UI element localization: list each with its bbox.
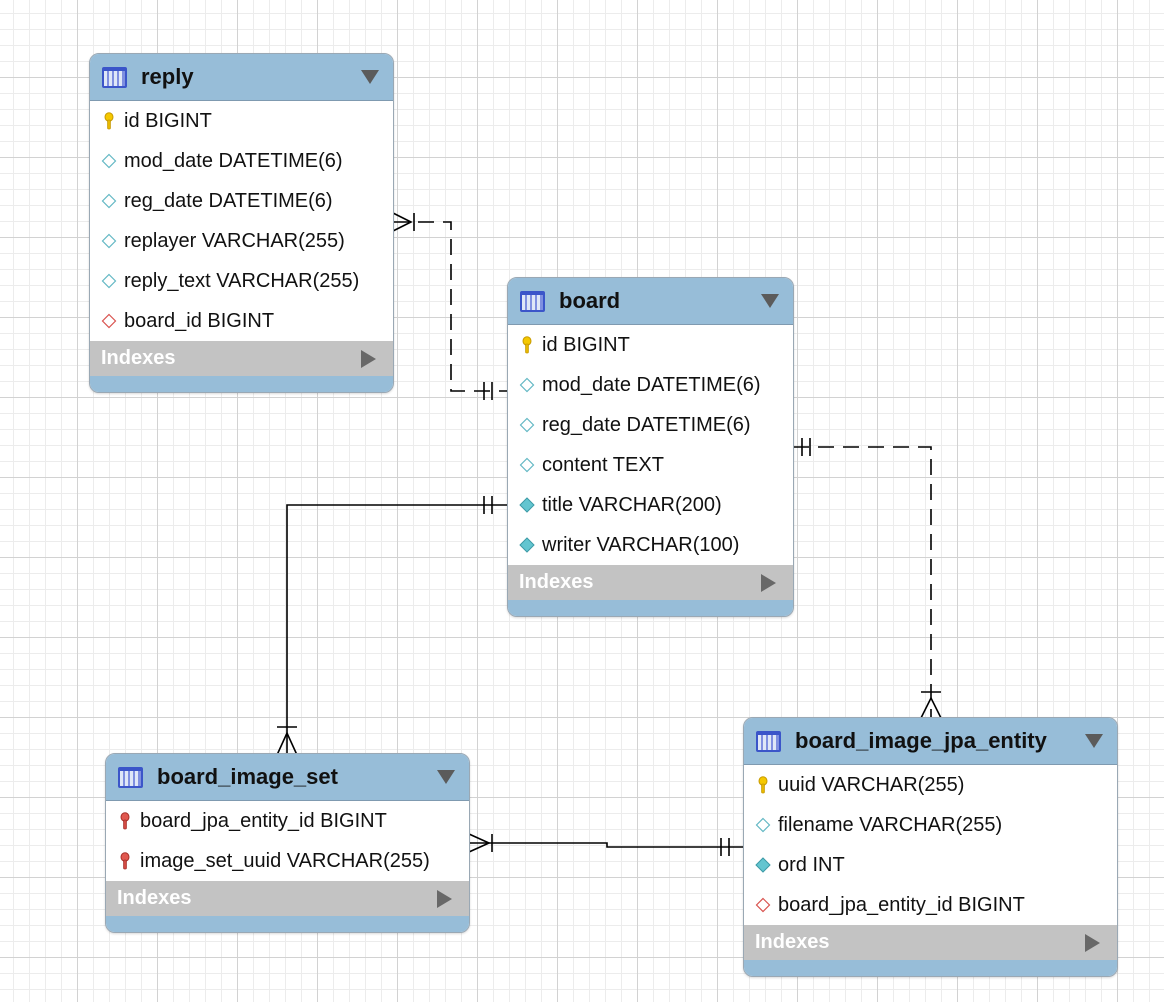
not-null-column-icon: [754, 856, 772, 874]
table-name: reply: [141, 64, 194, 89]
table-footer: [744, 960, 1117, 976]
collapse-triangle-icon[interactable]: [437, 770, 455, 784]
not-null-column-icon: [518, 496, 536, 514]
column-label: board_id BIGINT: [124, 309, 275, 332]
indexes-label: Indexes: [519, 571, 594, 593]
primary-key-icon: [100, 112, 118, 130]
foreign-key-column-icon: [754, 896, 772, 914]
column-label: uuid VARCHAR(255): [778, 773, 965, 796]
foreign-key-column-icon: [100, 312, 118, 330]
nullable-column-icon: [100, 192, 118, 210]
expand-triangle-icon[interactable]: [1085, 933, 1100, 952]
column-label: board_jpa_entity_id BIGINT: [778, 893, 1025, 916]
table-footer: [508, 600, 793, 616]
column-row[interactable]: id BIGINT: [508, 325, 793, 365]
expand-triangle-icon[interactable]: [437, 889, 452, 908]
column-label: content TEXT: [542, 453, 664, 476]
column-row[interactable]: writer VARCHAR(100): [508, 525, 793, 565]
column-row[interactable]: mod_date DATETIME(6): [508, 365, 793, 405]
nullable-column-icon: [100, 152, 118, 170]
nullable-column-icon: [518, 376, 536, 394]
not-null-column-icon: [518, 536, 536, 554]
table-header[interactable]: board_image_set: [106, 754, 469, 801]
expand-triangle-icon[interactable]: [361, 349, 376, 368]
column-row[interactable]: reg_date DATETIME(6): [90, 181, 393, 221]
nullable-column-icon: [100, 232, 118, 250]
column-row[interactable]: board_jpa_entity_id BIGINT: [744, 885, 1117, 925]
table-name: board_image_set: [157, 764, 338, 789]
column-label: title VARCHAR(200): [542, 493, 722, 516]
table-icon: [756, 730, 781, 752]
column-label: mod_date DATETIME(6): [124, 149, 343, 172]
nullable-column-icon: [754, 816, 772, 834]
table-icon: [520, 290, 545, 312]
indexes-section[interactable]: Indexes: [106, 881, 469, 916]
indexes-section[interactable]: Indexes: [744, 925, 1117, 960]
column-row[interactable]: board_jpa_entity_id BIGINT: [106, 801, 469, 841]
expand-triangle-icon[interactable]: [761, 573, 776, 592]
table-footer: [106, 916, 469, 932]
column-row[interactable]: ord INT: [744, 845, 1117, 885]
relationship-board-image-jpa-entity-board[interactable]: [793, 438, 942, 719]
nullable-column-icon: [100, 272, 118, 290]
indexes-section[interactable]: Indexes: [508, 565, 793, 600]
column-row[interactable]: uuid VARCHAR(255): [744, 765, 1117, 805]
column-row[interactable]: reg_date DATETIME(6): [508, 405, 793, 445]
table-header[interactable]: board: [508, 278, 793, 325]
table-name: board_image_jpa_entity: [795, 728, 1047, 753]
table-board-image-set[interactable]: board_image_set board_jpa_entity_id BIGI…: [105, 753, 470, 933]
relationship-board-image-set-board[interactable]: [276, 496, 508, 756]
column-label: board_jpa_entity_id BIGINT: [140, 809, 387, 832]
column-label: ord INT: [778, 853, 845, 876]
table-icon: [118, 766, 143, 788]
column-label: id BIGINT: [542, 333, 630, 356]
column-label: id BIGINT: [124, 109, 212, 132]
column-row[interactable]: content TEXT: [508, 445, 793, 485]
column-row[interactable]: reply_text VARCHAR(255): [90, 261, 393, 301]
table-reply[interactable]: reply id BIGINT mod_date DATETIME(6) reg_d…: [89, 53, 394, 393]
table-footer: [90, 376, 393, 392]
primary-key-icon: [518, 336, 536, 354]
indexes-section[interactable]: Indexes: [90, 341, 393, 376]
collapse-triangle-icon[interactable]: [761, 294, 779, 308]
nullable-column-icon: [518, 456, 536, 474]
table-name: board: [559, 288, 621, 313]
indexes-label: Indexes: [117, 887, 192, 909]
indexes-label: Indexes: [755, 931, 830, 953]
column-label: writer VARCHAR(100): [542, 533, 740, 556]
column-label: reg_date DATETIME(6): [124, 189, 333, 212]
column-label: reply_text VARCHAR(255): [124, 269, 360, 292]
table-header[interactable]: reply: [90, 54, 393, 101]
column-row[interactable]: id BIGINT: [90, 101, 393, 141]
relationship-reply-board[interactable]: [392, 212, 508, 400]
column-label: image_set_uuid VARCHAR(255): [140, 849, 430, 872]
relationship-board-image-set-board-image-jpa-entity[interactable]: [468, 833, 743, 856]
table-icon: [102, 66, 127, 88]
nullable-column-icon: [518, 416, 536, 434]
column-label: mod_date DATETIME(6): [542, 373, 761, 396]
collapse-triangle-icon[interactable]: [361, 70, 379, 84]
indexes-label: Indexes: [101, 347, 176, 369]
column-row[interactable]: mod_date DATETIME(6): [90, 141, 393, 181]
column-row[interactable]: replayer VARCHAR(255): [90, 221, 393, 261]
column-row[interactable]: filename VARCHAR(255): [744, 805, 1117, 845]
table-board[interactable]: board id BIGINT mod_date DATETIME(6) reg_d…: [507, 277, 794, 617]
primary-key-icon: [754, 776, 772, 794]
column-row[interactable]: title VARCHAR(200): [508, 485, 793, 525]
foreign-primary-key-icon: [116, 852, 134, 870]
column-label: replayer VARCHAR(255): [124, 229, 345, 252]
column-row[interactable]: image_set_uuid VARCHAR(255): [106, 841, 469, 881]
table-header[interactable]: board_image_jpa_entity: [744, 718, 1117, 765]
foreign-primary-key-icon: [116, 812, 134, 830]
column-label: reg_date DATETIME(6): [542, 413, 751, 436]
column-row[interactable]: board_id BIGINT: [90, 301, 393, 341]
table-board-image-jpa-entity[interactable]: board_image_jpa_entity uuid VARCHAR(255)…: [743, 717, 1118, 977]
collapse-triangle-icon[interactable]: [1085, 734, 1103, 748]
column-label: filename VARCHAR(255): [778, 813, 1003, 836]
